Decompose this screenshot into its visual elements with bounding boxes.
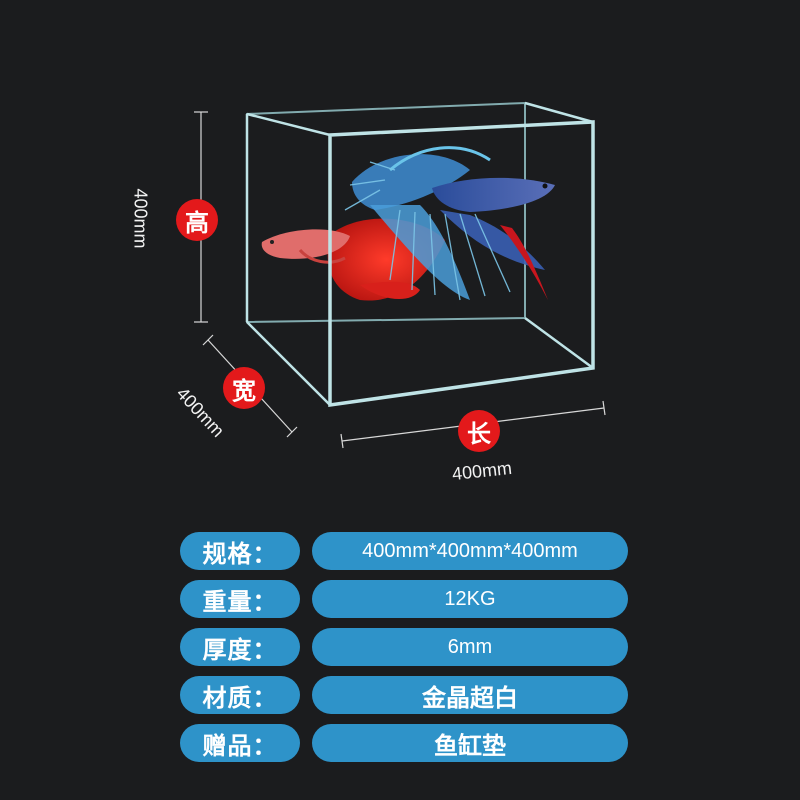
spec-value: 鱼缸垫 [312,724,628,762]
spec-label: 赠品： [180,724,300,762]
height-value: 400mm [130,188,151,249]
spec-label: 重量： [180,580,300,618]
spec-value: 6mm [312,628,628,666]
spec-value: 12KG [312,580,628,618]
blue-betta-fish [344,146,555,301]
spec-value: 400mm*400mm*400mm [312,532,628,570]
spec-row-size: 规格： 400mm*400mm*400mm [180,532,630,570]
width-badge: 宽 [223,367,265,409]
spec-row-gift: 赠品： 鱼缸垫 [180,724,630,762]
spec-label: 厚度： [180,628,300,666]
height-badge: 高 [176,199,218,241]
spec-value: 金晶超白 [312,676,628,714]
spec-row-thickness: 厚度： 6mm [180,628,630,666]
length-badge: 长 [458,410,500,452]
spec-label: 材质： [180,676,300,714]
spec-row-weight: 重量： 12KG [180,580,630,618]
tank-glass-edges [245,101,595,408]
spec-label: 规格： [180,532,300,570]
spec-row-material: 材质： 金晶超白 [180,676,630,714]
